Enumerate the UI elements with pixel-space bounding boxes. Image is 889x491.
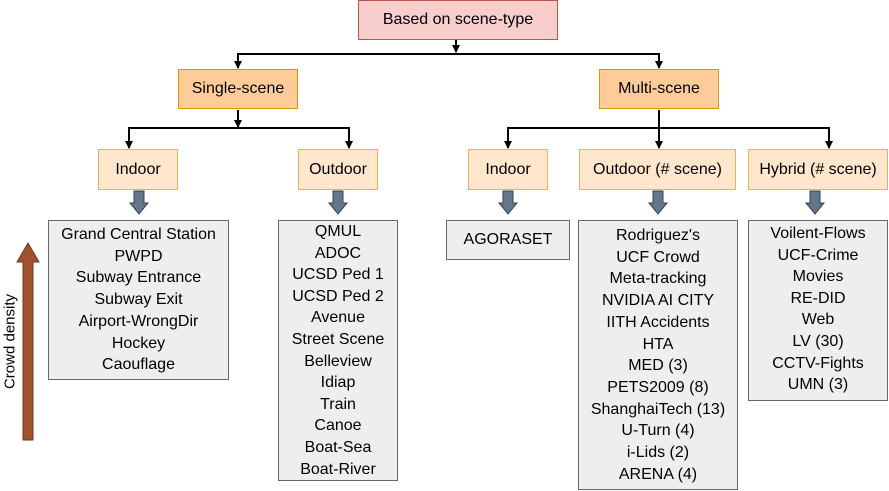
dataset-item: Canoe (314, 417, 362, 435)
multi-scene-node: Multi-scene (599, 69, 719, 109)
dataset-item: MED (3) (628, 357, 688, 375)
dataset-item: UMN (3) (787, 376, 849, 394)
dataset-item: Meta-tracking (609, 270, 707, 288)
crowd-density-label: Crowd density (1, 293, 19, 390)
down-arrow-icon (327, 190, 349, 215)
dataset-item: Boat-Sea (304, 438, 372, 456)
dataset-item: CCTV-Fights (772, 354, 864, 372)
down-arrow-icon (497, 190, 519, 215)
dataset-item: UCSD Ped 2 (292, 287, 384, 305)
dataset-item: Grand Central Station (61, 226, 216, 243)
down-arrow-icon (647, 190, 669, 215)
dataset-item: Web (801, 311, 835, 329)
dataset-item: i-Lids (2) (626, 444, 690, 462)
dataset-item: LV (30) (792, 332, 844, 350)
multi-indoor-node: Indoor (468, 149, 548, 190)
dataset-item: Avenue (311, 309, 365, 327)
dataset-item: Subway Exit (94, 291, 183, 309)
dataset-item: ShanghaiTech (13) (590, 400, 726, 418)
dataset-item: AGORASET (463, 231, 553, 248)
dataset-item: UCF-Crime (777, 246, 859, 264)
dataset-item: Movies (792, 268, 844, 286)
dataset-item: ARENA (4) (618, 465, 698, 483)
dataset-item: Street Scene (291, 330, 385, 348)
dataset-item: Rodriguez's (616, 227, 700, 244)
single-indoor-node: Indoor (98, 149, 178, 190)
dataset-item: ADOC (314, 244, 362, 262)
dataset-item: Airport-WrongDir (78, 312, 199, 330)
dataset-item: UCSD Ped 1 (292, 266, 384, 284)
dataset-item: U-Turn (4) (621, 422, 695, 440)
dataset-item: UCF Crowd (616, 248, 700, 266)
dataset-item: NVIDIA AI CITY (601, 292, 715, 310)
dataset-item: IITH Accidents (606, 313, 710, 331)
dataset-item: PETS2009 (8) (607, 378, 709, 396)
dataset-item: Idiap (320, 374, 356, 392)
single-scene-node: Single-scene (178, 69, 298, 109)
dataset-item: QMUL (314, 223, 362, 240)
multi-hybrid-node: Hybrid (# scene) (748, 149, 888, 190)
dataset-item: HTA (642, 335, 674, 353)
down-arrow-icon (804, 190, 826, 215)
crowd-density-arrow (16, 242, 40, 441)
multi-outdoor-dataset-list: Rodriguez's UCF Crowd Meta-tracking NVID… (578, 220, 738, 490)
dataset-item: PWPD (114, 247, 163, 265)
dataset-item: Subway Entrance (75, 269, 202, 287)
multi-indoor-dataset-list: AGORASET (446, 220, 570, 260)
single-indoor-dataset-list: Grand Central Station PWPD Subway Entran… (48, 220, 229, 380)
dataset-item: Train (320, 395, 356, 413)
dataset-item: Caouflage (102, 356, 175, 374)
root-node: Based on scene-type (358, 0, 558, 40)
dataset-item: Voilent-Flows (770, 225, 866, 242)
dataset-item: Hockey (111, 334, 166, 352)
dataset-item: Boat-River (300, 460, 376, 478)
multi-outdoor-node: Outdoor (# scene) (579, 149, 736, 190)
single-outdoor-dataset-list: QMUL ADOC UCSD Ped 1 UCSD Ped 2 Avenue S… (278, 220, 398, 481)
dataset-item: Belleview (304, 352, 372, 370)
down-arrow-icon (128, 190, 150, 215)
dataset-item: RE-DID (790, 289, 846, 307)
single-outdoor-node: Outdoor (298, 149, 378, 190)
multi-hybrid-dataset-list: Voilent-Flows UCF-Crime Movies RE-DID We… (748, 220, 888, 401)
